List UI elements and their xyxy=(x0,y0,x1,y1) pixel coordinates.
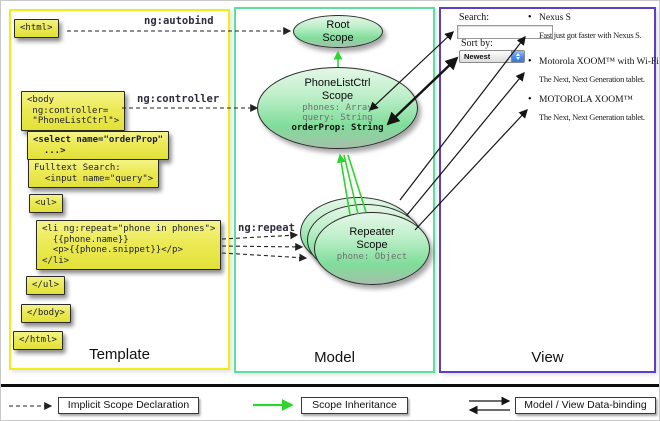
code-body-open: <body ng:controller= "PhoneListCtrl"> xyxy=(21,91,126,131)
phone-item-title: MOTOROLA XOOM™ xyxy=(539,95,633,105)
template-panel-label: Template xyxy=(89,346,150,363)
search-label: Search: xyxy=(459,12,489,23)
code-ul-close: </ul> xyxy=(26,276,66,295)
model-panel-label: Model xyxy=(314,349,355,366)
repeater-scope-title: Repeater Scope xyxy=(349,226,395,251)
phone-item-desc: Fast just got faster with Nexus S. xyxy=(539,30,642,40)
code-body-close: </body> xyxy=(21,304,71,323)
legend-data-binding: Model / View Data-binding xyxy=(515,397,656,414)
repeat-label: ng:repeat xyxy=(238,222,295,234)
repeater-scope-ellipse: Repeater Scope phone: Object xyxy=(314,212,430,285)
controller-label: ng:controller xyxy=(137,93,220,105)
code-fulltext: Fulltext Search: <input name="query"> xyxy=(28,159,160,188)
root-scope-title: Root Scope xyxy=(322,19,354,44)
legend-scope-inheritance: Scope Inheritance xyxy=(301,397,408,414)
phonelistctrl-scope-orderprop: orderProp: String xyxy=(291,123,384,133)
sort-dropdown: Newest xyxy=(459,50,525,63)
legend-separator xyxy=(1,384,659,387)
bullet-icon: • xyxy=(528,56,532,67)
repeater-scope-prop: phone: Object xyxy=(336,252,408,262)
sort-dropdown-value: Newest xyxy=(464,52,491,61)
view-panel-label: View xyxy=(531,349,564,366)
autobind-label: ng:autobind xyxy=(144,15,214,27)
phone-item-desc: The Next, Next Generation tablet. xyxy=(539,112,645,122)
phonelistctrl-scope-ellipse: PhoneListCtrl Scope phones: Array query:… xyxy=(257,67,418,149)
phone-item-desc: The Next, Next Generation tablet. xyxy=(539,74,645,84)
code-ul-open: <ul> xyxy=(29,194,63,213)
phone-item-title: Motorola XOOM™ with Wi-Fi xyxy=(539,57,659,67)
phone-item-title: Nexus S xyxy=(539,13,571,23)
code-html-close: </html> xyxy=(13,331,63,350)
phonelistctrl-scope-title: PhoneListCtrl Scope xyxy=(304,77,371,102)
phonelistctrl-scope-props: phones: Array query: String xyxy=(302,103,373,123)
dropdown-stepper-icon xyxy=(511,51,524,62)
model-panel: Model xyxy=(234,7,435,373)
bullet-icon: • xyxy=(528,94,532,105)
root-scope-ellipse: Root Scope xyxy=(293,15,383,48)
code-html-open: <html> xyxy=(14,19,59,38)
bullet-icon: • xyxy=(528,12,532,23)
code-select: <select name="orderProp" ...> xyxy=(27,131,170,160)
legend-implicit-scope: Implicit Scope Declaration xyxy=(58,397,199,414)
code-li-repeat: <li ng:repeat="phone in phones"> {{phone… xyxy=(36,220,222,270)
sort-by-label: Sort by: xyxy=(461,38,493,49)
